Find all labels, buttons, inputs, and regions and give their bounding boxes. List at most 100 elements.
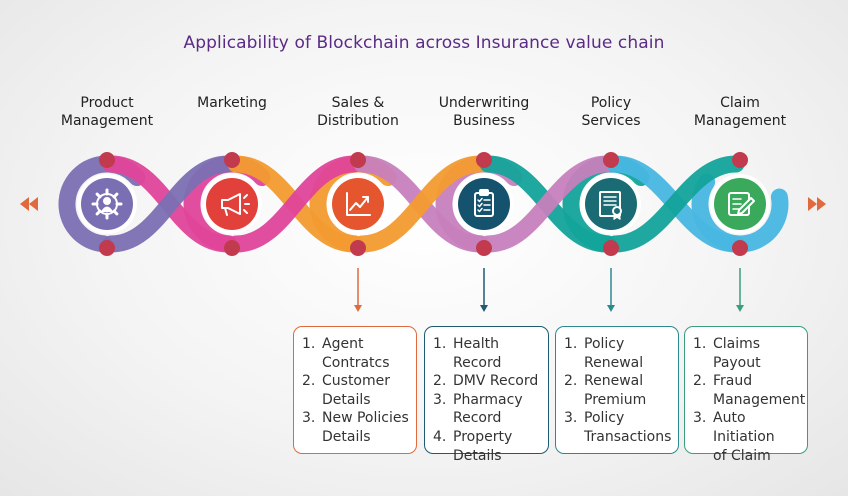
ribbon-dot <box>603 152 619 168</box>
detail-item-number: 1. <box>693 336 707 352</box>
chart-line <box>349 196 369 211</box>
detail-item-text: Payout <box>713 354 761 371</box>
detail-item: 1. Health Record <box>433 335 542 372</box>
detail-item-text: Details <box>322 391 371 408</box>
sound-waves <box>243 194 250 214</box>
detail-item-number: 3. <box>564 410 578 427</box>
chevron-arrow <box>20 197 29 211</box>
stage-node-4 <box>458 178 510 230</box>
clipboard-clip <box>479 189 489 196</box>
megaphone-body <box>221 193 241 215</box>
stage-label-line: Claim <box>720 95 760 111</box>
ribbon-dot <box>476 152 492 168</box>
stage-label-2: Marketing <box>162 94 302 112</box>
detail-item-text: of Claim <box>713 447 771 464</box>
detail-item-text: Premium <box>584 391 647 408</box>
detail-item-text: Renewal <box>584 373 644 390</box>
detail-item-number: 1. <box>433 336 447 352</box>
stage-node-2 <box>206 178 258 230</box>
ribbon-ring-6 <box>691 155 789 253</box>
ribbon-dot <box>99 152 115 168</box>
diagram-title: Applicability of Blockchain across Insur… <box>183 33 665 53</box>
detail-item-number: 2. <box>564 373 578 390</box>
check-mark <box>477 207 483 213</box>
ribbon-strand-up-2 <box>227 155 363 253</box>
ribbon-strand-up-1 <box>102 155 237 253</box>
detail-item-text: Auto Initiation <box>713 410 775 445</box>
detail-item: 2.DMV Record <box>433 372 542 391</box>
ribbon-dot <box>224 152 240 168</box>
ribbon-strand-up-5 <box>606 155 745 253</box>
megaphone-handle <box>224 207 228 216</box>
gear-ring <box>96 193 118 215</box>
stage-label-line: Marketing <box>197 95 267 111</box>
stage-label-line: Sales & <box>331 95 385 111</box>
ribbon-dot <box>99 240 115 256</box>
chart-arrowhead <box>362 196 369 203</box>
detail-item-text: Claims <box>713 336 761 352</box>
certificate-sheet <box>599 191 621 217</box>
chart-axes <box>346 192 371 216</box>
detail-item-number: 2. <box>302 373 316 390</box>
detail-item-number: 3. <box>433 391 447 408</box>
stage-label-line: Product <box>80 95 134 111</box>
detail-item-text: Renewal <box>584 354 644 371</box>
person-head <box>103 197 111 205</box>
ribbon-dot <box>732 240 748 256</box>
check-mark <box>477 197 483 203</box>
stage-label-line: Business <box>453 113 515 129</box>
detail-item-text: Details <box>453 447 502 464</box>
detail-item-text: Contratcs <box>322 354 390 371</box>
ribbon-dot <box>350 152 366 168</box>
ribbon-dot <box>732 152 748 168</box>
detail-item-text: New Policies <box>322 410 409 427</box>
stage-label-line: Services <box>581 113 641 129</box>
person-body <box>101 206 113 213</box>
detail-item-number: 2. <box>433 373 447 390</box>
chevron-arrow <box>808 197 817 211</box>
left-double-arrow-icon <box>20 197 38 211</box>
seal-ribbon <box>613 213 621 220</box>
detail-item-text: Fraud <box>713 373 753 390</box>
detail-item-text: Property <box>453 428 513 445</box>
detail-item-text: Policy <box>584 336 625 352</box>
detail-item-text: Management <box>713 391 806 408</box>
certificate-seal <box>612 206 622 216</box>
stage-label-3: Sales &Distribution <box>288 94 428 130</box>
detail-item-text: Policy <box>584 410 625 427</box>
detail-item-text: Health Record <box>453 336 502 371</box>
detail-item-number: 1. <box>564 336 578 352</box>
chevron-arrow <box>817 197 826 211</box>
value-chain-ribbon <box>20 152 826 256</box>
clipboard-checklist-icon <box>474 189 494 217</box>
ribbon-dot <box>350 240 366 256</box>
detail-item-text: Record <box>453 410 502 427</box>
ribbon-strand-up-4 <box>479 155 616 253</box>
gear-person-icon <box>91 188 123 220</box>
growth-chart-icon <box>346 192 371 216</box>
detail-item-text: Transactions <box>584 428 672 445</box>
stage-label-line: Management <box>693 113 787 129</box>
certificate-icon <box>599 191 622 220</box>
check-mark <box>477 202 483 208</box>
stage-label-line: Management <box>60 113 154 129</box>
detail-item-number: 4. <box>433 428 447 445</box>
megaphone-icon <box>221 193 250 216</box>
detail-item-number: 1. <box>302 336 316 352</box>
chevron-arrow <box>29 197 38 211</box>
